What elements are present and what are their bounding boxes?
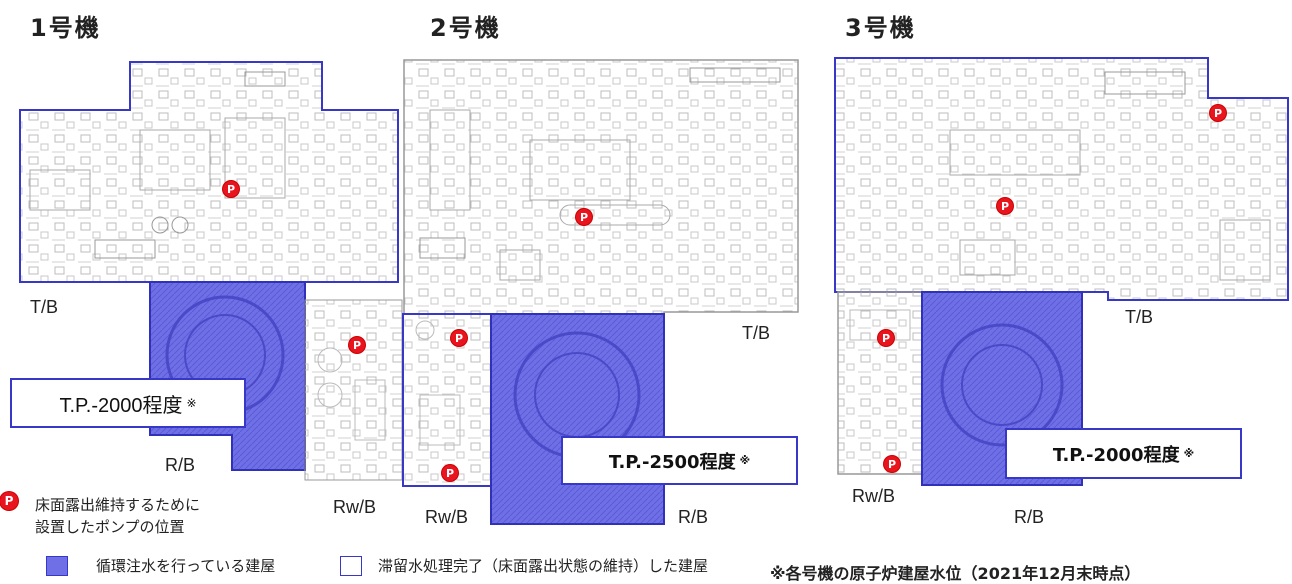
unit1-rb-label: R/B	[165, 455, 196, 475]
legend-circulating-text: 循環注水を行っている建屋	[96, 557, 276, 575]
pump-marker: P	[1210, 105, 1226, 121]
unit2-radwaste-building	[402, 313, 492, 487]
unit3-water-level-value: T.P.-2000程度	[1052, 444, 1180, 466]
unit3-rb-label: R/B	[1014, 507, 1045, 527]
pump-marker: P	[451, 330, 467, 346]
unit1-turbine-building	[19, 61, 399, 283]
unit2-rb-label: R/B	[678, 507, 709, 527]
unit3-radwaste-building	[837, 291, 923, 475]
unit1-water-level-value: T.P.-2000程度	[59, 394, 183, 417]
legend-completed-swatch	[340, 556, 362, 576]
legend-completed-text: 滞留水処理完了（床面露出状態の維持）した建屋	[378, 557, 709, 575]
pump-marker: P	[349, 337, 365, 353]
unit2-reactor-building	[490, 313, 665, 525]
legend-circulating-swatch	[46, 556, 68, 576]
unit3-title: 3号機	[845, 14, 916, 42]
legend-pump-text-line1: 床面露出維持するために	[35, 496, 201, 514]
pump-marker: P	[442, 465, 458, 481]
legend-pump-icon: P	[0, 492, 18, 510]
unit2-tb-label: T/B	[742, 323, 771, 343]
footnote-mark: ※	[739, 454, 751, 467]
pump-marker: P	[884, 456, 900, 472]
unit2-rwb-label: Rw/B	[425, 507, 469, 527]
unit2-turbine-building	[403, 59, 799, 315]
unit1-rwb-label: Rw/B	[333, 497, 377, 517]
unit1-tb-label: T/B	[30, 297, 59, 317]
pump-marker: P	[878, 330, 894, 346]
unit1-radwaste-building	[304, 299, 403, 481]
unit3-turbine-building	[834, 57, 1289, 301]
unit1-water-level: T.P.-2000程度※	[10, 378, 246, 428]
unit3-rwb-label: Rw/B	[852, 486, 896, 506]
unit2-water-level: T.P.-2500程度※	[561, 436, 798, 485]
unit2-water-level-value: T.P.-2500程度	[608, 451, 736, 473]
unit3-water-level: T.P.-2000程度※	[1005, 428, 1242, 479]
unit1-reactor-building	[149, 281, 306, 471]
pump-marker: P	[576, 209, 592, 225]
footnote: ※各号機の原子炉建屋水位（2021年12月末時点）	[770, 564, 1141, 583]
footnote-mark: ※	[186, 396, 197, 410]
pump-marker: P	[997, 198, 1013, 214]
unit1-title: 1号機	[30, 14, 101, 42]
unit2-title: 2号機	[430, 14, 501, 42]
footnote-mark: ※	[1183, 447, 1195, 460]
legend-pump-text-line2: 設置したポンプの位置	[35, 518, 185, 536]
pump-marker: P	[223, 181, 239, 197]
unit3-tb-label: T/B	[1125, 307, 1154, 327]
